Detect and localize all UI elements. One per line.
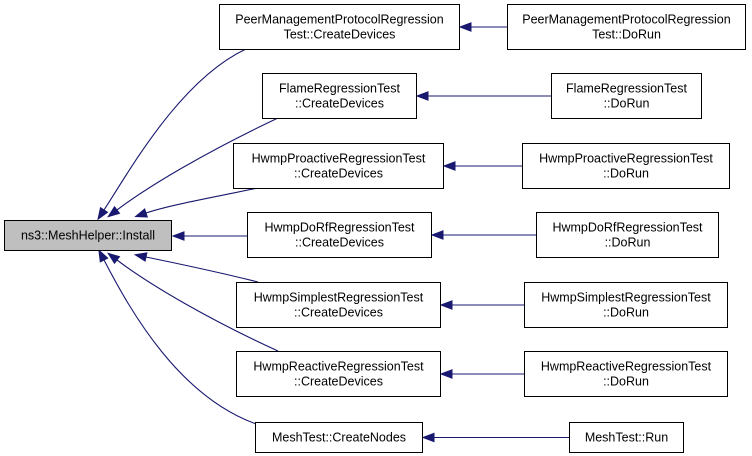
edge-hwmp-reactive-create-to-install — [107, 252, 279, 352]
node-hwmp-dorf-create-label-2: ::CreateDevices — [295, 236, 384, 250]
edge-hwmp-simplest-create-to-install-line — [145, 256, 259, 283]
node-pmp-dorun-label-2: Test::DoRun — [592, 28, 661, 42]
edge-hwmp-proactive-create-to-install — [134, 187, 259, 218]
node-hwmp-proactive-dorun-label-2: ::DoRun — [603, 167, 649, 181]
edge-pmp-dorun-to-pmp-create-arrowhead — [458, 22, 472, 32]
edge-meshtest-create-to-install-arrowhead — [98, 248, 109, 263]
node-flame-create-label-1: FlameRegressionTest — [279, 82, 400, 96]
node-pmp-create-box — [219, 4, 460, 50]
node-hwmp-reactive-dorun[interactable]: HwmpReactiveRegressionTest::DoRun — [524, 351, 728, 397]
edge-flame-dorun-to-flame-create — [415, 91, 551, 101]
node-hwmp-proactive-create[interactable]: HwmpProactiveRegressionTest::CreateDevic… — [233, 143, 444, 189]
node-flame-dorun-label-1: FlameRegressionTest — [566, 82, 687, 96]
edge-meshtest-create-to-install — [98, 248, 263, 427]
node-hwmp-simplest-dorun-label-2: ::DoRun — [603, 306, 649, 320]
node-hwmp-simplest-dorun-box — [524, 282, 728, 328]
node-flame-dorun-label-2: ::DoRun — [604, 97, 650, 111]
node-hwmp-dorf-create-box — [247, 212, 432, 258]
node-flame-create-box — [262, 73, 417, 119]
edge-flame-create-to-install-arrowhead — [107, 205, 121, 218]
edge-meshtest-run-to-meshtest-create — [421, 432, 569, 443]
edge-hwmp-reactive-dorun-to-hwmp-reactive-create — [439, 369, 524, 379]
edge-pmp-create-to-install — [97, 48, 247, 221]
node-hwmp-reactive-create[interactable]: HwmpReactiveRegressionTest::CreateDevice… — [236, 351, 441, 397]
edge-hwmp-proactive-create-to-install-arrowhead — [134, 208, 148, 218]
edges-layer — [97, 22, 569, 443]
node-hwmp-proactive-dorun[interactable]: HwmpProactiveRegressionTest::DoRun — [522, 143, 730, 189]
node-pmp-create-label-1: PeerManagementProtocolRegression — [235, 13, 443, 27]
edge-hwmp-simplest-dorun-to-hwmp-simplest-create-arrowhead — [439, 300, 453, 310]
edge-pmp-dorun-to-pmp-create — [458, 22, 507, 32]
node-flame-dorun[interactable]: FlameRegressionTest::DoRun — [551, 73, 702, 119]
node-hwmp-dorf-dorun-label-2: ::DoRun — [605, 236, 651, 250]
edge-hwmp-dorf-dorun-to-hwmp-dorf-create — [430, 230, 536, 240]
edge-hwmp-simplest-create-to-install — [133, 252, 259, 283]
node-hwmp-dorf-create[interactable]: HwmpDoRfRegressionTest::CreateDevices — [247, 212, 432, 258]
node-hwmp-dorf-dorun-label-1: HwmpDoRfRegressionTest — [552, 221, 703, 235]
edge-hwmp-reactive-create-to-install-arrowhead — [107, 252, 121, 265]
node-hwmp-reactive-dorun-box — [524, 351, 728, 397]
node-hwmp-dorf-dorun[interactable]: HwmpDoRfRegressionTest::DoRun — [536, 212, 719, 258]
node-hwmp-simplest-create-label-1: HwmpSimplestRegressionTest — [254, 291, 424, 305]
edge-pmp-create-to-install-line — [103, 48, 247, 211]
edge-hwmp-reactive-dorun-to-hwmp-reactive-create-arrowhead — [439, 369, 453, 379]
edge-hwmp-proactive-create-to-install-line — [145, 187, 259, 214]
edge-hwmp-simplest-create-to-install-arrowhead — [133, 252, 148, 262]
edge-hwmp-dorf-create-to-install — [171, 231, 247, 241]
edge-hwmp-reactive-create-to-install-line — [116, 259, 279, 352]
edge-meshtest-create-to-install-line — [103, 259, 263, 427]
edge-hwmp-dorf-create-to-install-arrowhead — [171, 231, 185, 241]
node-meshtest-create[interactable]: MeshTest::CreateNodes — [255, 422, 423, 453]
node-meshtest-create-box — [255, 422, 423, 453]
node-meshtest-run[interactable]: MeshTest::Run — [569, 422, 684, 453]
node-meshtest-create-label-1: MeshTest::CreateNodes — [272, 431, 406, 445]
node-install[interactable]: ns3::MeshHelper::Install — [4, 220, 172, 251]
node-pmp-dorun[interactable]: PeerManagementProtocolRegressionTest::Do… — [507, 4, 746, 50]
edge-flame-create-to-install-line — [116, 117, 279, 211]
node-hwmp-proactive-dorun-box — [522, 143, 730, 189]
node-hwmp-simplest-dorun[interactable]: HwmpSimplestRegressionTest::DoRun — [524, 282, 728, 328]
node-flame-create-label-2: ::CreateDevices — [295, 97, 384, 111]
node-hwmp-reactive-create-box — [236, 351, 441, 397]
node-hwmp-dorf-create-label-1: HwmpDoRfRegressionTest — [264, 221, 415, 235]
node-hwmp-reactive-dorun-label-2: ::DoRun — [603, 375, 649, 389]
node-flame-create[interactable]: FlameRegressionTest::CreateDevices — [262, 73, 417, 119]
node-pmp-create-label-2: Test::CreateDevices — [284, 28, 396, 42]
node-install-label-1: ns3::MeshHelper::Install — [21, 229, 155, 243]
node-hwmp-simplest-dorun-label-1: HwmpSimplestRegressionTest — [541, 291, 711, 305]
edge-hwmp-simplest-dorun-to-hwmp-simplest-create — [439, 300, 524, 310]
edge-hwmp-dorf-dorun-to-hwmp-dorf-create-arrowhead — [430, 230, 444, 240]
edge-flame-dorun-to-flame-create-arrowhead — [415, 91, 429, 101]
node-meshtest-run-label-1: MeshTest::Run — [585, 431, 668, 445]
node-meshtest-run-box — [569, 422, 684, 453]
node-hwmp-proactive-create-label-1: HwmpProactiveRegressionTest — [252, 152, 426, 166]
node-hwmp-dorf-dorun-box — [536, 212, 719, 258]
node-hwmp-reactive-create-label-2: ::CreateDevices — [294, 375, 383, 389]
edge-hwmp-proactive-dorun-to-hwmp-proactive-create-arrowhead — [442, 161, 456, 171]
node-hwmp-simplest-create-label-2: ::CreateDevices — [294, 306, 383, 320]
node-hwmp-simplest-create-box — [236, 282, 441, 328]
node-hwmp-reactive-create-label-1: HwmpReactiveRegressionTest — [253, 360, 424, 374]
edge-meshtest-run-to-meshtest-create-arrowhead — [421, 432, 435, 443]
node-hwmp-proactive-create-box — [233, 143, 444, 189]
node-flame-dorun-box — [551, 73, 702, 119]
edge-pmp-create-to-install-arrowhead — [97, 206, 109, 221]
nodes-layer: ns3::MeshHelper::Install PeerManagementPr… — [4, 4, 746, 453]
node-hwmp-proactive-dorun-label-1: HwmpProactiveRegressionTest — [539, 152, 713, 166]
node-hwmp-proactive-create-label-2: ::CreateDevices — [294, 167, 383, 181]
node-pmp-dorun-label-1: PeerManagementProtocolRegression — [522, 13, 730, 27]
edge-hwmp-proactive-dorun-to-hwmp-proactive-create — [442, 161, 522, 171]
edge-flame-create-to-install — [107, 117, 279, 218]
node-install-box — [4, 220, 172, 251]
node-pmp-create[interactable]: PeerManagementProtocolRegressionTest::Cr… — [219, 4, 460, 50]
node-hwmp-reactive-dorun-label-1: HwmpReactiveRegressionTest — [541, 360, 712, 374]
node-pmp-dorun-box — [507, 4, 746, 50]
node-hwmp-simplest-create[interactable]: HwmpSimplestRegressionTest::CreateDevice… — [236, 282, 441, 328]
